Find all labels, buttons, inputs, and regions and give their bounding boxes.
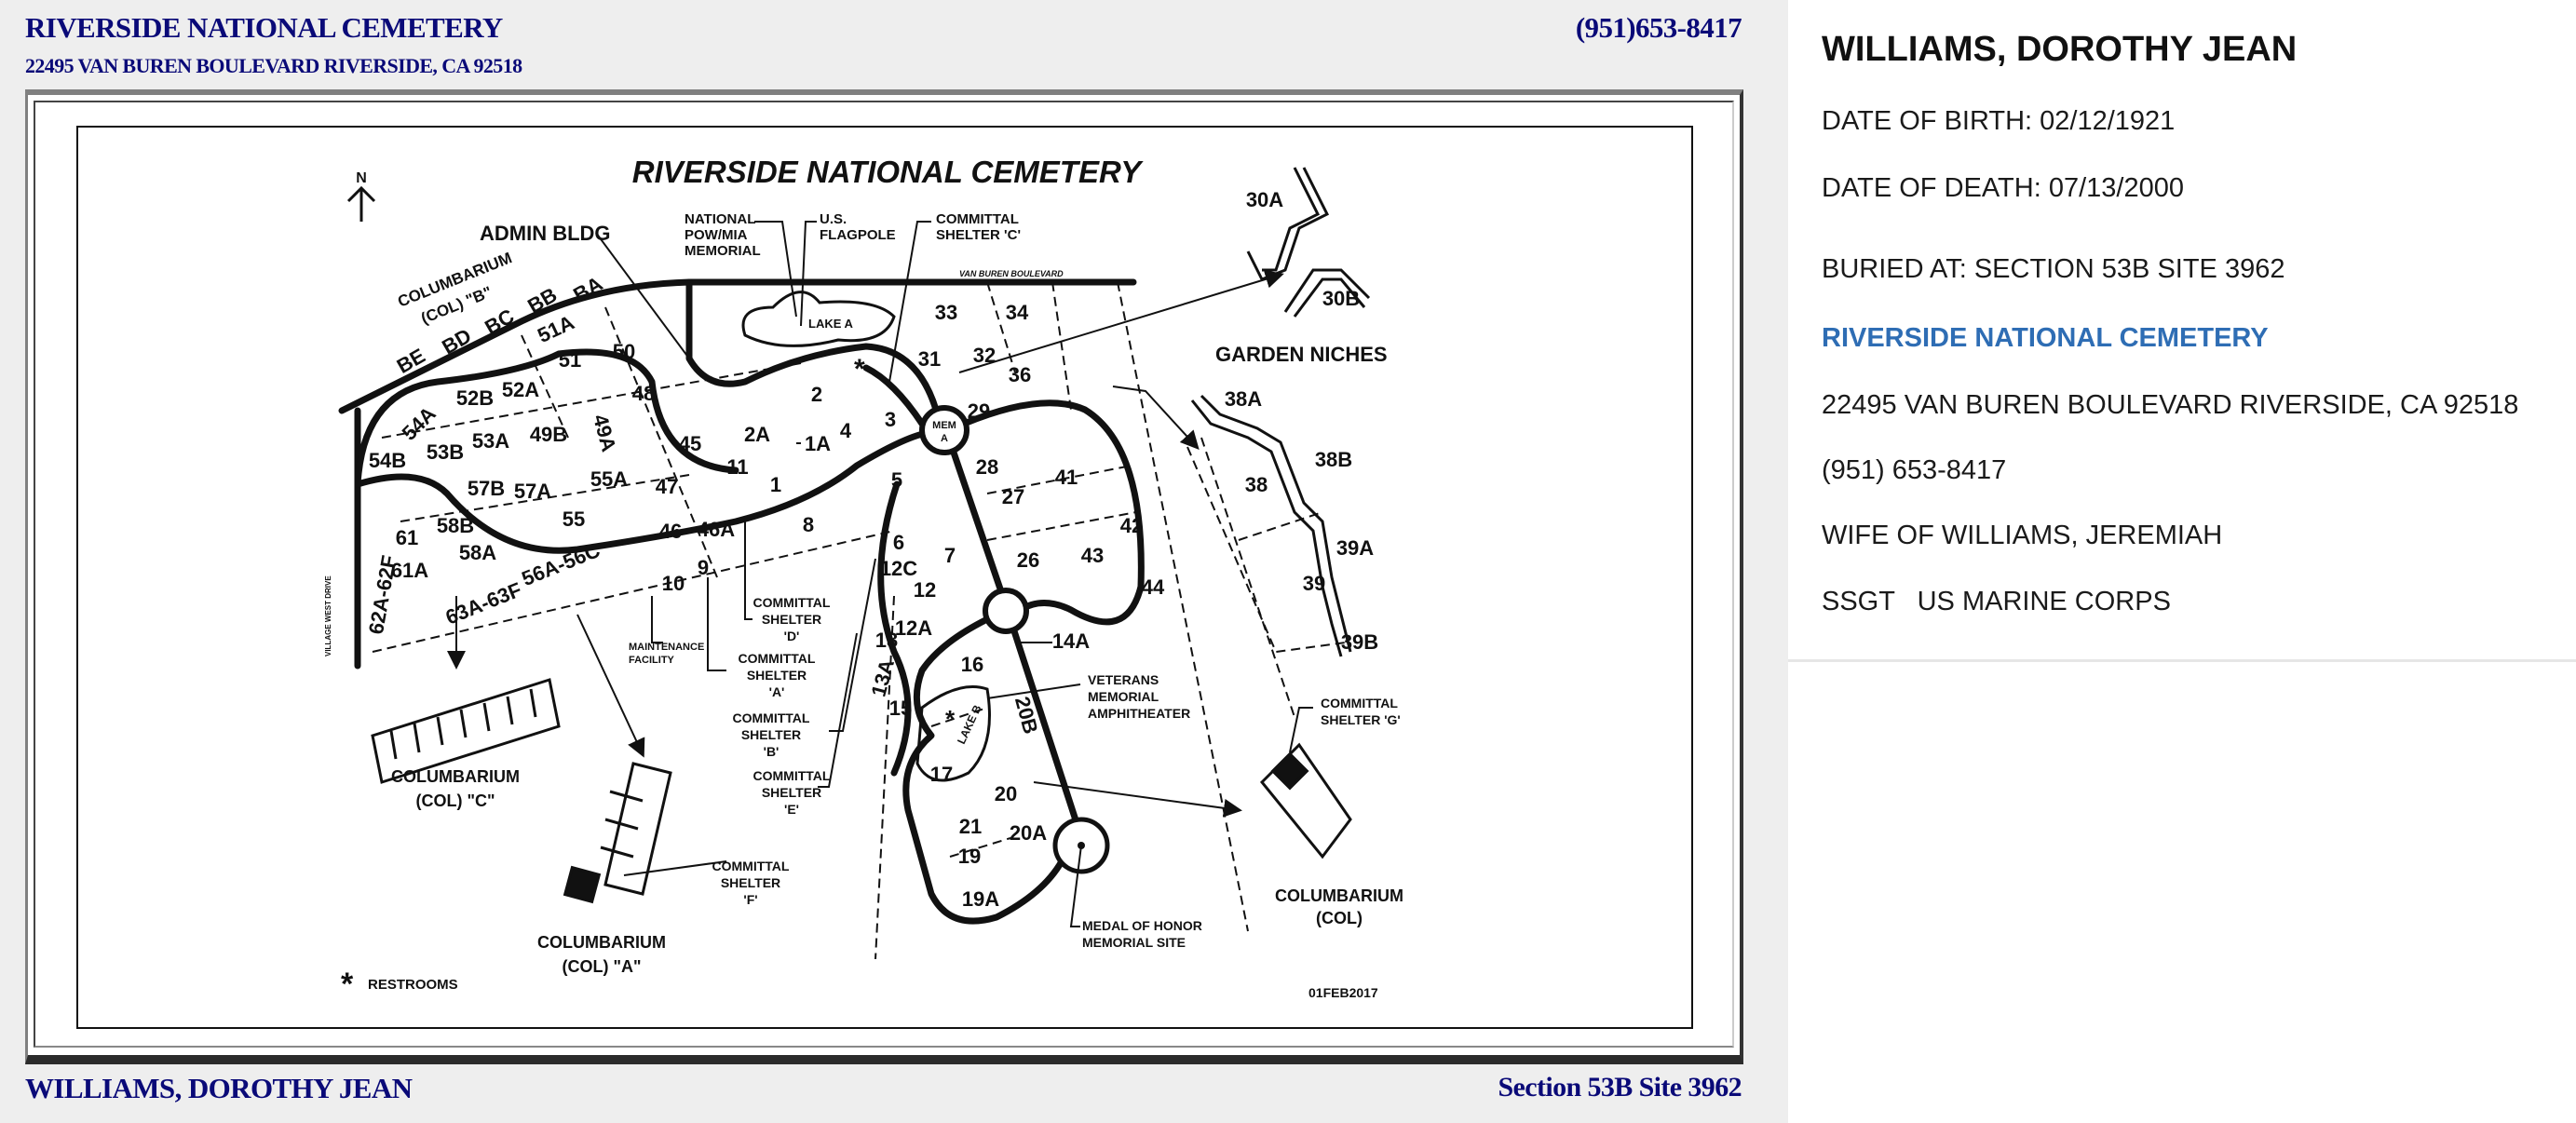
cemetery-link[interactable]: RIVERSIDE NATIONAL CEMETERY [1822,323,2269,353]
relation: WIFE OF WILLIAMS, JEREMIAH [1822,521,2223,550]
cemetery-address: 22495 VAN BUREN BOULEVARD RIVERSIDE, CA … [1822,390,2519,420]
map-frame [25,89,1743,1064]
decedent-name-footer: WILLIAMS, DOROTHY JEAN [25,1072,413,1104]
cemetery-phone: (951)653-8417 [1575,11,1742,44]
map-panel: RIVERSIDE NATIONAL CEMETERY (951)653-841… [0,0,1788,1123]
date-of-birth: DATE OF BIRTH: 02/12/1921 [1822,106,2176,136]
decedent-details-panel: WILLIAMS, DOROTHY JEAN DATE OF BIRTH: 02… [1788,0,2576,662]
map-frame-inner [34,101,1734,1048]
cemetery-name: RIVERSIDE NATIONAL CEMETERY [25,11,503,44]
service-info: SSGT US MARINE CORPS [1822,587,2171,616]
date-of-death: DATE OF DEATH: 07/13/2000 [1822,173,2184,203]
decedent-name: WILLIAMS, DOROTHY JEAN [1822,30,2298,69]
section-site-footer: Section 53B Site 3962 [1498,1072,1742,1103]
burial-location: BURIED AT: SECTION 53B SITE 3962 [1822,254,2285,284]
cemetery-address: 22495 VAN BUREN BOULEVARD RIVERSIDE, CA … [25,54,522,77]
cemetery-phone: (951) 653-8417 [1822,455,2007,485]
